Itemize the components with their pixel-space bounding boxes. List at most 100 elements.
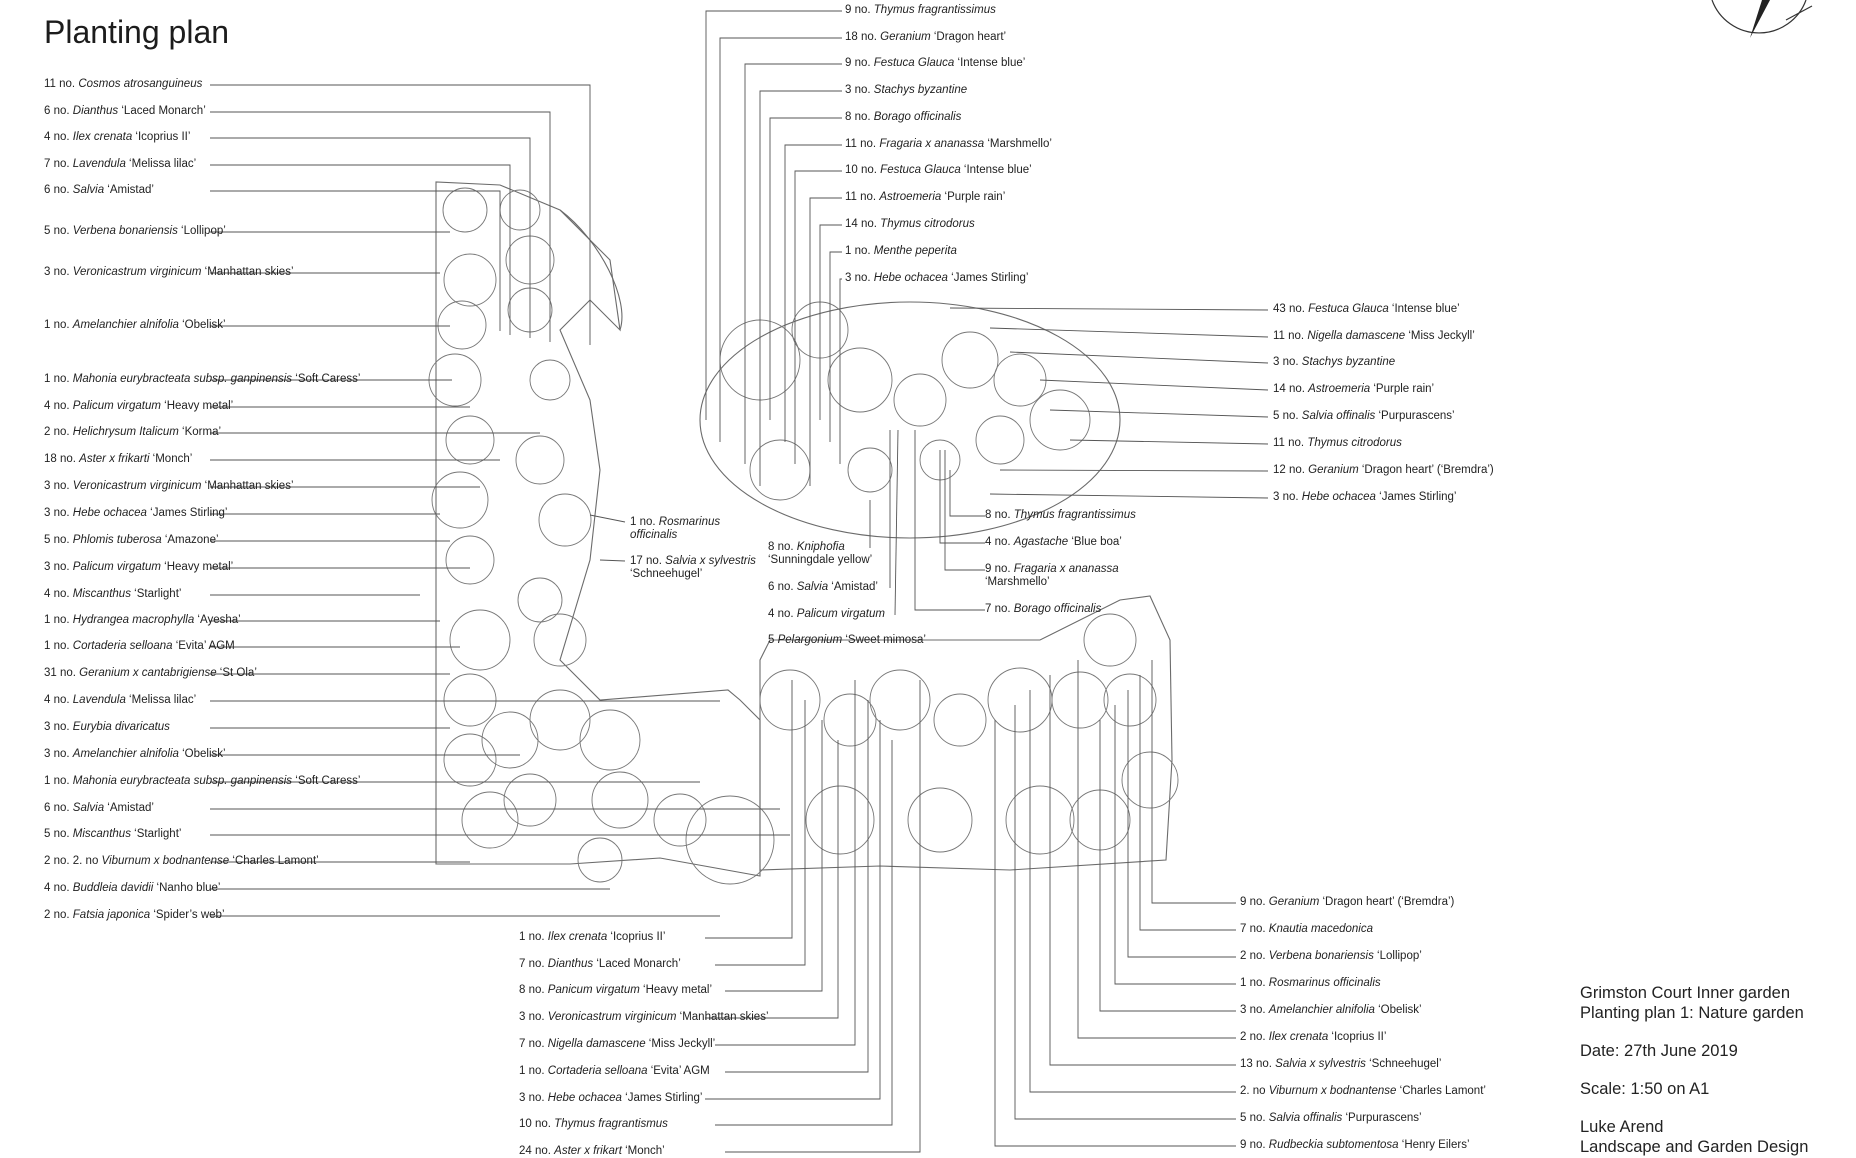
leader-line <box>210 190 501 331</box>
plant-name: Salvia <box>72 802 105 814</box>
plant-variety: ‘Evita’ AGM <box>647 1065 710 1077</box>
leader-line <box>989 327 1269 338</box>
plant-qty: 2 no. 2. no <box>44 855 102 867</box>
plant-label: 11 no. Nigella damascene ‘Miss Jeckyll’ <box>1273 330 1475 343</box>
plant-circle <box>1103 673 1157 727</box>
plant-variety: ‘Amistad’ <box>104 184 154 196</box>
plant-label: 8 no. Thymus fragrantissimus <box>985 509 1136 522</box>
plant-variety: ‘Obelisk’ <box>1374 1004 1422 1016</box>
plant-name: Geranium <box>1268 896 1320 908</box>
plant-label: 1 no. Menthe peperita <box>845 245 957 258</box>
plant-label: 2 no. Ilex crenata ‘Icoprius II’ <box>1240 1031 1386 1044</box>
plant-name: Viburnum x bodnantense <box>101 855 230 867</box>
designer-name: Luke Arend <box>1580 1118 1664 1136</box>
plant-variety: ‘Amistad’ <box>104 802 154 814</box>
plant-qty: 4 no. <box>44 588 73 600</box>
plant-name: Aster x frikarti <box>79 453 150 465</box>
plant-qty: 7 no. <box>1240 923 1269 935</box>
plant-circle <box>445 535 495 585</box>
plant-name: Borago officinalis <box>873 111 962 123</box>
plant-label: 43 no. Festuca Glauca ‘Intense blue’ <box>1273 303 1460 316</box>
plant-variety: ‘Schneehugel’ <box>630 568 703 580</box>
leader-line <box>809 197 842 486</box>
plant-qty: 1 no. <box>44 775 73 787</box>
leader-line <box>744 63 842 464</box>
plant-name: Palicum virgatum <box>72 561 161 573</box>
plant-label: 1 no. Cortaderia selloana ‘Evita’ AGM <box>519 1065 710 1078</box>
plant-variety: ‘Manhattan skies’ <box>201 480 294 492</box>
plant-label: 24 no. Aster x frikart ‘Monch’ <box>519 1145 665 1158</box>
plant-qty: 11 no. <box>44 78 79 90</box>
plant-label: 5 no. Salvia offinalis ‘Purpurascens’ <box>1240 1112 1422 1125</box>
plant-name: Aster x frikart <box>554 1145 622 1157</box>
plant-label: 3 no. Veronicastrum virginicum ‘Manhatta… <box>44 480 294 493</box>
plant-variety: ‘Heavy metal’ <box>160 561 234 573</box>
plant-qty: 1 no. <box>519 1065 548 1077</box>
plant-qty: 9 no. <box>845 57 874 69</box>
bed-outlines <box>435 181 1173 877</box>
plant-label: 11 no. Fragaria x ananassa ‘Marshmello’ <box>845 138 1052 151</box>
plant-circle <box>907 787 973 853</box>
plant-variety: ‘Intense blue’ <box>954 57 1026 69</box>
plant-qty: 3 no. <box>1240 1004 1269 1016</box>
plant-circle <box>443 733 497 787</box>
plant-circle <box>1029 389 1091 451</box>
plant-variety: ‘Dragon heart’ <box>930 31 1007 43</box>
plant-name: Dianthus <box>547 958 594 970</box>
plant-qty: 6 no. <box>44 184 73 196</box>
leader-line <box>725 700 869 1073</box>
plant-variety: ‘Nanho blue’ <box>153 882 221 894</box>
plant-name: Geranium <box>880 31 931 43</box>
plant-name: Veronicastrum virginicum <box>72 266 202 278</box>
plant-name: Palicum virgatum <box>796 608 885 620</box>
leader-line <box>1049 675 1236 1066</box>
plant-label: 18 no. Aster x frikarti ‘Monch’ <box>44 453 192 466</box>
plant-label: 2 no. Verbena bonariensis ‘Lollipop’ <box>1240 950 1422 963</box>
plant-name: Cortaderia selloana <box>72 640 173 652</box>
plan-date: Date: 27th June 2019 <box>1580 1042 1738 1060</box>
plant-qty: 1 no. <box>519 931 548 943</box>
plant-qty: 4 no. <box>44 882 73 894</box>
plant-variety: ‘Henry Eilers’ <box>1398 1139 1470 1151</box>
plant-qty: 11 no. <box>845 138 880 150</box>
plant-qty: 24 no. <box>519 1145 555 1157</box>
plant-label: 1 no. Mahonia eurybracteata subsp. ganpi… <box>44 373 360 386</box>
plant-name: Viburnum x bodnantense <box>1268 1085 1397 1097</box>
plant-name: Mahonia eurybracteata subsp. ganpinensis <box>72 775 293 787</box>
leader-line <box>949 470 985 517</box>
plant-label: 18 no. Geranium ‘Dragon heart’ <box>845 31 1006 44</box>
plant-qty: 1 no. <box>44 640 73 652</box>
plant-name: Salvia x sylvestris <box>1275 1058 1366 1070</box>
plant-label: 5 Pelargonium ‘Sweet mimosa’ <box>768 634 926 647</box>
plant-name: Borago officinalis <box>1013 603 1102 615</box>
plant-variety: ‘Sunningdale yellow’ <box>768 554 873 566</box>
company-name: Landscape and Garden Design <box>1580 1138 1809 1156</box>
plant-name: Stachys byzantine <box>873 84 968 96</box>
plant-name: Thymus fragrantismus <box>554 1118 668 1130</box>
plant-label: 7 no. Knautia macedonica <box>1240 923 1373 936</box>
plant-label: 4 no. Agastache ‘Blue boa’ <box>985 536 1122 549</box>
plant-circle <box>517 577 563 623</box>
plant-qty: 11 no. <box>1273 330 1308 342</box>
plant-variety: ‘Lollipop’ <box>1373 950 1422 962</box>
plant-circle <box>579 709 641 771</box>
plant-qty: 2 no. <box>1240 1031 1269 1043</box>
plant-qty: 1 no. <box>44 373 73 385</box>
plant-qty: 11 no. <box>845 191 880 203</box>
plant-qty: 1 no. <box>845 245 874 257</box>
plant-label: 7 no. Dianthus ‘Laced Monarch’ <box>519 958 681 971</box>
plant-name: Fragaria x ananassa <box>1013 563 1119 575</box>
plant-circle <box>933 693 987 747</box>
plant-qty: 3 no. <box>44 748 73 760</box>
plant-variety: ‘Sweet mimosa’ <box>842 634 926 646</box>
plant-variety: ‘Miss Jeckyll’ <box>645 1038 716 1050</box>
plant-variety: ‘James Stirling’ <box>1375 491 1457 503</box>
plant-name: Salvia offinalis <box>1301 410 1376 422</box>
plant-variety: ‘Marshmello’ <box>985 576 1050 588</box>
plant-qty: 4 no. <box>44 131 73 143</box>
plant-qty: 6 no. <box>768 581 797 593</box>
plant-name: Hebe ochacea <box>72 507 147 519</box>
plant-circle <box>431 471 489 529</box>
plant-label: 4 no. Ilex crenata ‘Icoprius II’ <box>44 131 190 144</box>
bottom-bed-outline <box>759 595 1173 871</box>
